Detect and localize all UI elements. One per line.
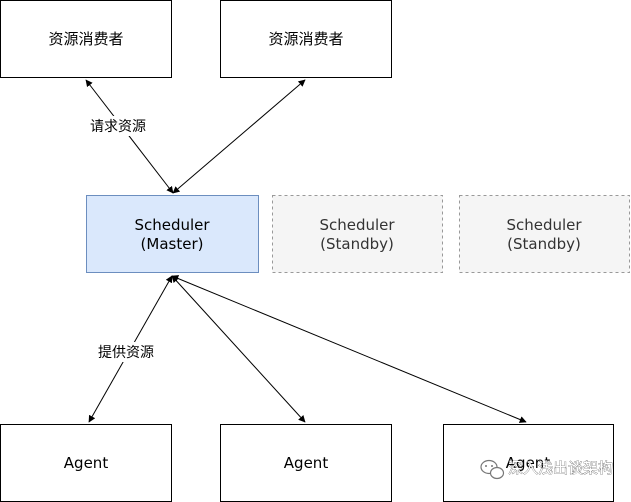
edge-consumer1-master	[85, 79, 174, 194]
agent-label-2: Agent	[284, 454, 329, 472]
watermark: 深入浅出谈架构	[480, 459, 613, 480]
scheduler-standby-2-line2: (Standby)	[507, 235, 581, 253]
edge-label-offer: 提供资源	[88, 342, 164, 362]
agent-node-3: Agent	[443, 424, 614, 502]
scheduler-standby-node-1: Scheduler (Standby)	[272, 195, 443, 273]
consumer-node-2: 资源消费者	[220, 0, 392, 78]
scheduler-standby-node-2: Scheduler (Standby)	[459, 195, 630, 273]
scheduler-master-line1: Scheduler	[134, 216, 210, 234]
consumer-label-2: 资源消费者	[268, 30, 343, 48]
edge-master-agent2	[171, 275, 306, 423]
agent-label-1: Agent	[64, 454, 109, 472]
scheduler-standby-1-line2: (Standby)	[320, 235, 394, 253]
consumer-label-1: 资源消费者	[48, 30, 123, 48]
agent-label-3: Agent	[506, 454, 551, 472]
scheduler-master-node: Scheduler (Master)	[86, 195, 259, 273]
edge-master-agent3	[171, 275, 527, 423]
edge-consumer2-master	[172, 79, 306, 194]
scheduler-standby-1-line1: Scheduler	[319, 216, 395, 234]
scheduler-standby-2-line1: Scheduler	[506, 216, 582, 234]
edge-label-request-text: 请求资源	[90, 119, 146, 135]
edge-label-request: 请求资源	[80, 116, 156, 136]
consumer-node-1: 资源消费者	[0, 0, 172, 78]
agent-node-1: Agent	[0, 424, 172, 502]
edge-label-offer-text: 提供资源	[98, 345, 154, 361]
scheduler-master-line2: (Master)	[141, 235, 204, 253]
agent-node-2: Agent	[220, 424, 392, 502]
watermark-text: 深入浅出谈架构	[508, 459, 613, 477]
wechat-icon	[480, 459, 505, 480]
